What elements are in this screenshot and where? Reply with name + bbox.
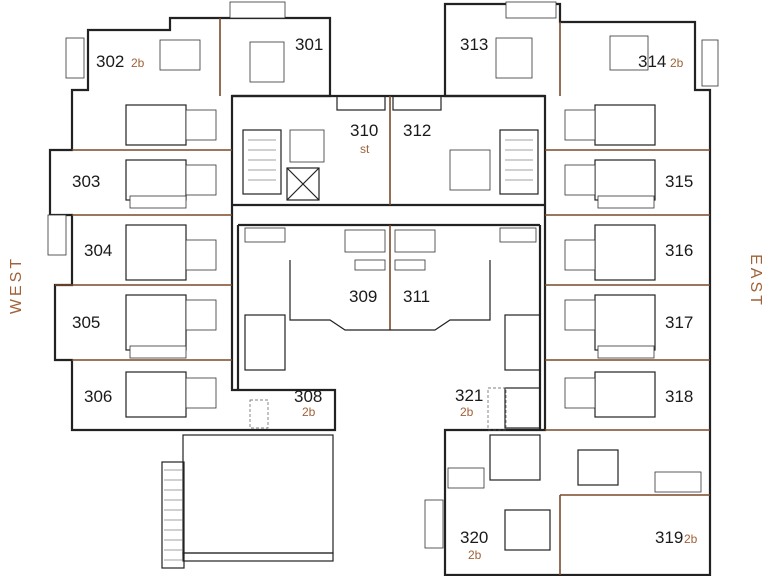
unit-321-tag: 2b: [460, 405, 474, 419]
unit-308-tag: 2b: [302, 405, 316, 419]
unit-313-number: 313: [460, 35, 488, 54]
unit-302-tag: 2b: [131, 56, 145, 70]
interior-fixtures: [125, 35, 702, 551]
unit-303-number: 303: [72, 172, 100, 191]
unit-306-number: 306: [84, 387, 112, 406]
unit-315-number: 315: [665, 172, 693, 191]
unit-labels: 301 302 2b 303 304 305 306 308 2b 309 31…: [72, 35, 698, 562]
unit-310-tag: st: [360, 142, 370, 156]
unit-301-number: 301: [295, 35, 323, 54]
unit-321-number: 321: [455, 386, 483, 405]
unit-317-number: 317: [665, 313, 693, 332]
unit-314-number: 314: [638, 52, 666, 71]
unit-319-tag: 2b: [684, 532, 698, 546]
unit-302-number: 302: [96, 52, 124, 71]
unit-308-number: 308: [294, 387, 322, 406]
unit-320-tag: 2b: [468, 548, 482, 562]
building-outline: [47, 1, 719, 576]
unit-316-number: 316: [665, 241, 693, 260]
unit-314-tag: 2b: [670, 56, 684, 70]
east-label: EAST: [746, 254, 764, 308]
unit-305-number: 305: [72, 313, 100, 332]
unit-312-number: 312: [403, 121, 431, 140]
unit-320-number: 320: [460, 528, 488, 547]
unit-304-number: 304: [84, 241, 112, 260]
unit-309-number: 309: [349, 287, 377, 306]
unit-311-number: 311: [403, 287, 430, 306]
unit-310-number: 310: [350, 121, 378, 140]
west-label: WEST: [8, 255, 26, 315]
unit-318-number: 318: [665, 387, 693, 406]
unit-319-number: 319: [655, 528, 683, 547]
unit-dividers: [55, 18, 710, 575]
